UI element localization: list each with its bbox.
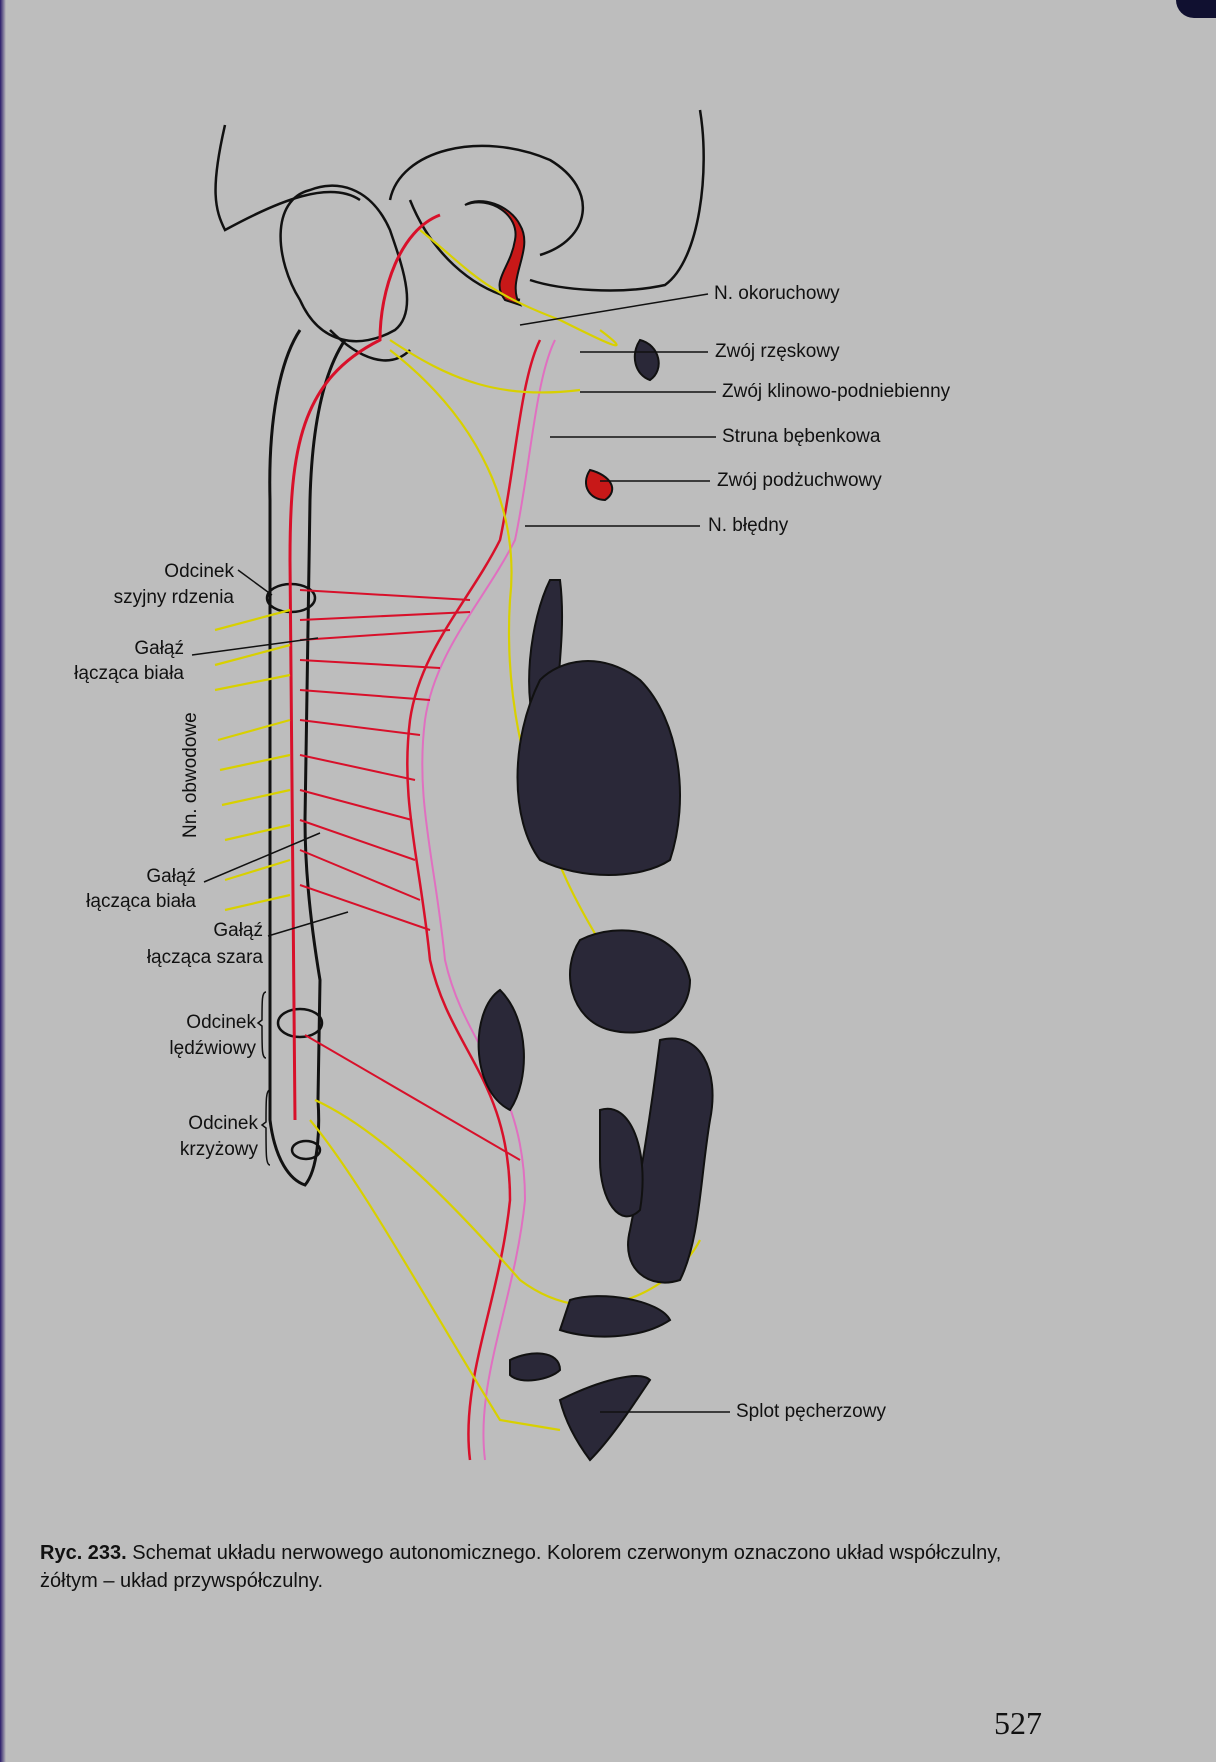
intestine (599, 1107, 644, 1218)
label-nn-obwodowe: Nn. obwodowe (180, 712, 201, 838)
caption-number: Ryc. 233. (40, 1542, 127, 1564)
caption-text: Schemat układu nerwowego autonomicznego.… (40, 1542, 1002, 1592)
label-splot: Splot pęcherzowy (736, 1401, 886, 1422)
figure-caption: Ryc. 233. Schemat układu nerwowego auton… (40, 1539, 1060, 1595)
label-szyjny-2: szyjny rdzenia (113, 587, 234, 608)
braces (256, 991, 271, 1166)
label-krzyzowy-2: krzyżowy (179, 1139, 258, 1160)
eye (633, 338, 660, 382)
stomach (569, 929, 692, 1034)
heart-lungs (516, 660, 681, 876)
label-biala2-1: Gałąź (146, 866, 196, 887)
label-biala2-2: łącząca biała (86, 891, 196, 912)
spinal-cord (268, 329, 347, 1187)
page-edge (0, 0, 6, 1762)
label-n-bledny: N. błędny (708, 515, 789, 536)
sympathetic-chain (406, 339, 542, 1461)
sacral-section (290, 1139, 322, 1161)
label-n-okoruchowy: N. okoruchowy (714, 283, 840, 304)
label-szara-1: Gałąź (213, 920, 263, 941)
sympathetic-tract (288, 213, 441, 1121)
leader-lines (191, 293, 730, 1413)
bladder (558, 1375, 652, 1462)
sympathetic-chain-pink (421, 339, 556, 1461)
submandibular-gland (585, 468, 614, 502)
label-zwoj-podzuchwowy: Zwój podżuchwowy (717, 470, 882, 491)
sympathetic-rami (299, 589, 521, 1161)
lumbar-section (276, 1007, 324, 1039)
hypothalamus-red (464, 200, 526, 307)
rectal-end (509, 1352, 562, 1382)
kidney (477, 988, 525, 1112)
label-szara-2: łącząca szara (146, 947, 263, 968)
parasympathetic-nerves (214, 229, 701, 1432)
label-biala1-2: łącząca biała (74, 663, 184, 684)
label-szyjny-1: Odcinek (164, 561, 234, 582)
label-struna: Struna bębenkowa (722, 426, 881, 447)
label-krzyzowy-1: Odcinek (188, 1113, 258, 1134)
label-ledzwiowy-2: lędźwiowy (169, 1038, 256, 1059)
organs (477, 338, 714, 1462)
scan-corner (1176, 0, 1216, 18)
label-biala1-1: Gałąź (134, 638, 184, 659)
rectum (558, 1295, 672, 1338)
brain (214, 109, 705, 362)
label-zwoj-rzeskowy: Zwój rzęskowy (715, 341, 840, 362)
page-number: 527 (994, 1705, 1042, 1741)
label-zwoj-klinowo: Zwój klinowo-podniebienny (722, 381, 951, 402)
label-ledzwiowy-1: Odcinek (186, 1012, 256, 1033)
